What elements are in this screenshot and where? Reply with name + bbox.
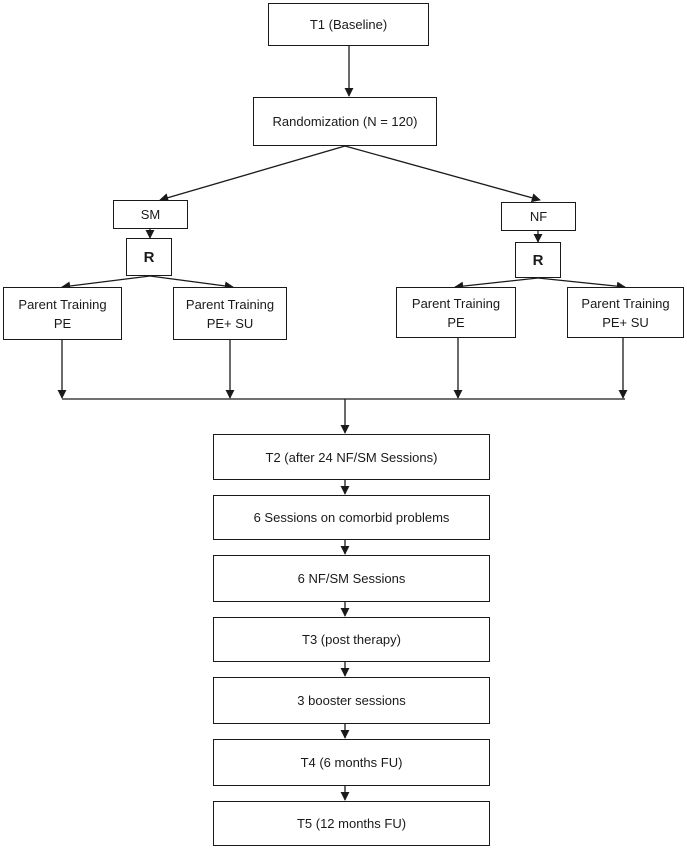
sm-pe-line1: Parent Training <box>18 296 107 312</box>
t5-box: T5 (12 months FU) <box>213 801 490 846</box>
sm-pesu-line1: Parent Training <box>185 296 275 312</box>
arrow-r-sm-to-pe <box>61 275 151 291</box>
sm-parent-training-pe-box: Parent Training PE <box>3 287 122 340</box>
t1-baseline-box: T1 (Baseline) <box>268 3 429 46</box>
booster-sessions-box: 3 booster sessions <box>213 677 490 724</box>
r-nf-label: R <box>532 251 544 269</box>
nfsm-sessions-label: 6 NF/SM Sessions <box>297 571 406 586</box>
sm-parent-training-pesu-box: Parent Training PE+ SU <box>173 287 287 340</box>
sm-label: SM <box>140 207 161 222</box>
nf-pesu-line2: PE+ SU <box>602 314 649 330</box>
t4-label: T4 (6 months FU) <box>300 755 403 770</box>
nf-box: NF <box>501 202 576 231</box>
randomization-r-sm-box: R <box>126 238 172 276</box>
comorbid-sessions-box: 6 Sessions on comorbid problems <box>213 495 490 540</box>
nf-label: NF <box>529 209 548 224</box>
arrow-r-nf-to-pesu <box>537 277 626 291</box>
randomization-box: Randomization (N = 120) <box>253 97 437 146</box>
comorbid-sessions-label: 6 Sessions on comorbid problems <box>253 510 450 525</box>
randomization-r-nf-box: R <box>515 242 561 278</box>
sm-box: SM <box>113 200 188 229</box>
arrow-randomization-to-nf <box>344 145 541 203</box>
nf-parent-training-pesu-box: Parent Training PE+ SU <box>567 287 684 338</box>
sm-pesu-line2: PE+ SU <box>206 315 254 331</box>
arrow-r-nf-to-pe <box>454 277 539 291</box>
nf-parent-training-pe-box: Parent Training PE <box>396 287 516 338</box>
randomization-label: Randomization (N = 120) <box>272 114 418 129</box>
sm-pe-line2: PE <box>53 315 72 331</box>
t4-box: T4 (6 months FU) <box>213 739 490 786</box>
nfsm-sessions-box: 6 NF/SM Sessions <box>213 555 490 602</box>
t2-label: T2 (after 24 NF/SM Sessions) <box>265 449 438 465</box>
t2-box: T2 (after 24 NF/SM Sessions) <box>213 434 490 480</box>
nf-pesu-line1: Parent Training <box>581 295 670 311</box>
nf-pe-line1: Parent Training <box>411 295 501 311</box>
arrow-r-sm-to-pesu <box>149 275 234 291</box>
nf-pe-line2: PE <box>447 314 465 330</box>
r-sm-label: R <box>143 248 155 266</box>
t5-label: T5 (12 months FU) <box>296 816 407 831</box>
t3-label: T3 (post therapy) <box>302 632 401 647</box>
t3-box: T3 (post therapy) <box>213 617 490 662</box>
booster-sessions-label: 3 booster sessions <box>297 693 406 708</box>
t1-baseline-label: T1 (Baseline) <box>309 17 388 32</box>
arrow-randomization-to-sm <box>159 145 346 203</box>
